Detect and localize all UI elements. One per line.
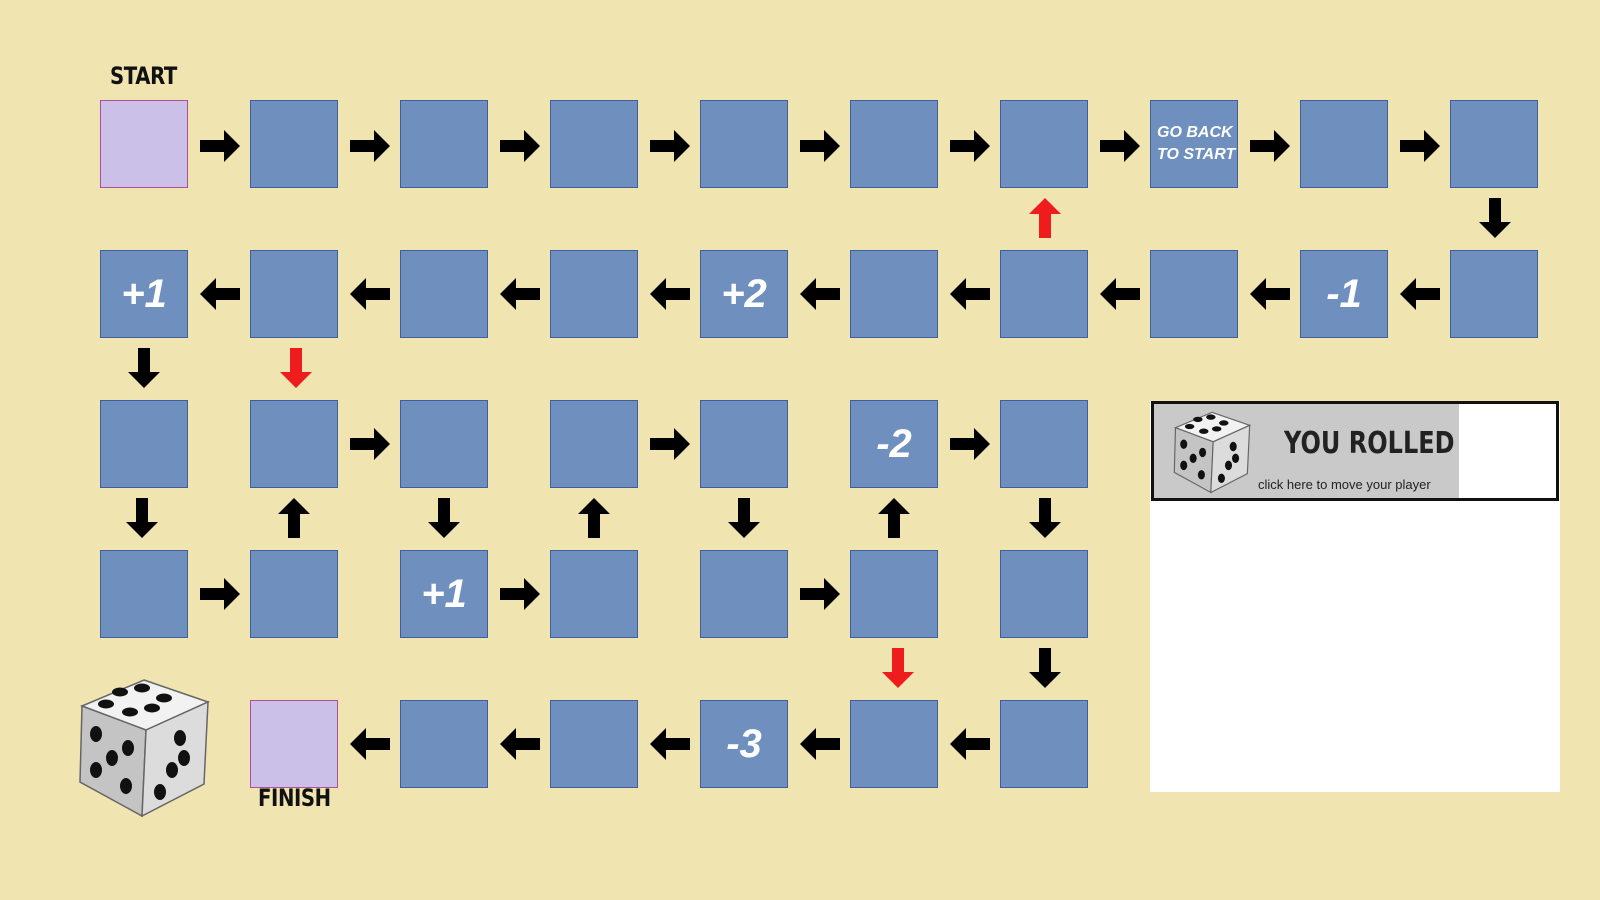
board-square (850, 250, 938, 338)
arrow-up-icon (272, 496, 316, 540)
arrow-right-icon (1398, 124, 1442, 168)
board-square (850, 550, 938, 638)
arrow-left-icon (348, 272, 392, 316)
board-square (400, 250, 488, 338)
board-square (1000, 100, 1088, 188)
arrow-up-icon (572, 496, 616, 540)
arrow-down-icon (722, 496, 766, 540)
go-back-to-start-square: GO BACK TO START (1150, 100, 1238, 188)
arrow-down-icon (1023, 646, 1067, 690)
arrow-right-icon (648, 124, 692, 168)
arrow-left-icon (798, 272, 842, 316)
board-square (700, 100, 788, 188)
board-square (1000, 550, 1088, 638)
move-player-hint: click here to move your player (1258, 477, 1431, 492)
finish-label: FINISH (258, 784, 331, 812)
penalty-square: -3 (700, 700, 788, 788)
board-square (1450, 100, 1538, 188)
arrow-left-icon (1398, 272, 1442, 316)
arrow-left-icon (648, 272, 692, 316)
arrow-right-icon (648, 422, 692, 466)
arrow-left-icon (1098, 272, 1142, 316)
board-square (700, 400, 788, 488)
arrow-down-icon (122, 346, 166, 390)
red-arrow-down-icon (274, 346, 318, 390)
board-square (250, 400, 338, 488)
penalty-square: -2 (850, 400, 938, 488)
bonus-square: +1 (400, 550, 488, 638)
arrow-left-icon (348, 722, 392, 766)
arrow-right-icon (948, 422, 992, 466)
board-square (1000, 400, 1088, 488)
board-square (550, 250, 638, 338)
finish-square (250, 700, 338, 788)
arrow-right-icon (1098, 124, 1142, 168)
dice-icon (1173, 411, 1252, 494)
board-square (550, 100, 638, 188)
you-rolled-title: YOU ROLLED (1284, 426, 1455, 461)
start-label: START (110, 62, 177, 90)
board-square (100, 400, 188, 488)
board-square (850, 700, 938, 788)
arrow-left-icon (948, 272, 992, 316)
arrow-right-icon (348, 124, 392, 168)
arrow-right-icon (798, 124, 842, 168)
arrow-up-icon (872, 496, 916, 540)
board-square (100, 550, 188, 638)
red-arrow-down-icon (876, 646, 920, 690)
arrow-left-icon (948, 722, 992, 766)
board-square (550, 550, 638, 638)
arrow-down-icon (120, 496, 164, 540)
arrow-right-icon (798, 572, 842, 616)
arrow-down-icon (1473, 196, 1517, 240)
board-square (850, 100, 938, 188)
bonus-square: +1 (100, 250, 188, 338)
arrow-right-icon (198, 572, 242, 616)
board-square (1000, 250, 1088, 338)
arrow-right-icon (348, 422, 392, 466)
board-square (400, 100, 488, 188)
red-arrow-up-icon (1023, 196, 1067, 240)
arrow-left-icon (648, 722, 692, 766)
arrow-right-icon (1248, 124, 1292, 168)
board-square (400, 700, 488, 788)
arrow-right-icon (198, 124, 242, 168)
roll-dice-button[interactable]: YOU ROLLED click here to move your playe… (1151, 401, 1559, 501)
penalty-square: -1 (1300, 250, 1388, 338)
bonus-square: +2 (700, 250, 788, 338)
board-square (250, 550, 338, 638)
start-square (100, 100, 188, 188)
board-square (1450, 250, 1538, 338)
board-square (550, 400, 638, 488)
arrow-down-icon (422, 496, 466, 540)
board-square (700, 550, 788, 638)
board-square (1150, 250, 1238, 338)
board-square (400, 400, 488, 488)
arrow-left-icon (198, 272, 242, 316)
arrow-left-icon (1248, 272, 1292, 316)
arrow-right-icon (948, 124, 992, 168)
arrow-left-icon (498, 722, 542, 766)
board-square (1300, 100, 1388, 188)
board-square (250, 100, 338, 188)
board-square (550, 700, 638, 788)
arrow-left-icon (498, 272, 542, 316)
dice-icon[interactable] (76, 676, 212, 822)
board-square (1000, 700, 1088, 788)
arrow-down-icon (1023, 496, 1067, 540)
arrow-right-icon (498, 124, 542, 168)
board-square (250, 250, 338, 338)
arrow-right-icon (498, 572, 542, 616)
arrow-left-icon (798, 722, 842, 766)
